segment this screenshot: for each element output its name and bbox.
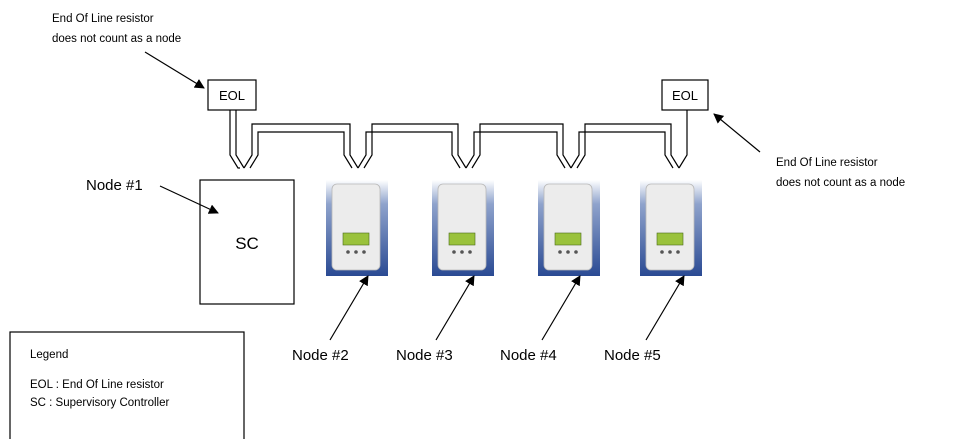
device-node4 — [538, 180, 600, 276]
legend-line2: SC : Supervisory Controller — [30, 397, 169, 409]
node1-arrow — [159, 185, 219, 214]
legend-box — [9, 331, 245, 439]
eol-right-label: EOL — [672, 88, 698, 103]
eol-left-box — [207, 79, 257, 111]
node5-label: Node #5 — [604, 347, 661, 364]
annotation-right-arrow — [713, 113, 761, 153]
node2-arrow — [329, 275, 369, 341]
annotation-left-arrow — [144, 51, 205, 89]
legend-title: Legend — [30, 349, 68, 361]
bus-wire-outer — [229, 110, 680, 169]
legend-line1: EOL : End Of Line resistor — [30, 379, 164, 391]
annotation-left-line1: End Of Line resistor — [52, 13, 154, 25]
node5-arrow — [645, 275, 685, 341]
annotation-right-line2: does not count as a node — [776, 177, 905, 189]
device-node2 — [326, 180, 388, 276]
device-node5 — [640, 180, 702, 276]
node4-label: Node #4 — [500, 347, 557, 364]
node4-arrow — [541, 275, 581, 341]
bus-wire-inner — [235, 110, 688, 169]
annotation-left-line2: does not count as a node — [52, 33, 181, 45]
node3-arrow — [435, 275, 475, 341]
eol-right-box — [661, 79, 709, 111]
node3-label: Node #3 — [396, 347, 453, 364]
annotation-right-line1: End Of Line resistor — [776, 157, 878, 169]
eol-left-label: EOL — [219, 88, 245, 103]
legend: Legend EOL : End Of Line resistor SC : S… — [9, 331, 245, 439]
node1-label: Node #1 — [86, 177, 143, 194]
sc-label: SC — [235, 234, 259, 253]
node2-label: Node #2 — [292, 347, 349, 364]
device-node3 — [432, 180, 494, 276]
supervisory-controller-box — [199, 179, 295, 305]
